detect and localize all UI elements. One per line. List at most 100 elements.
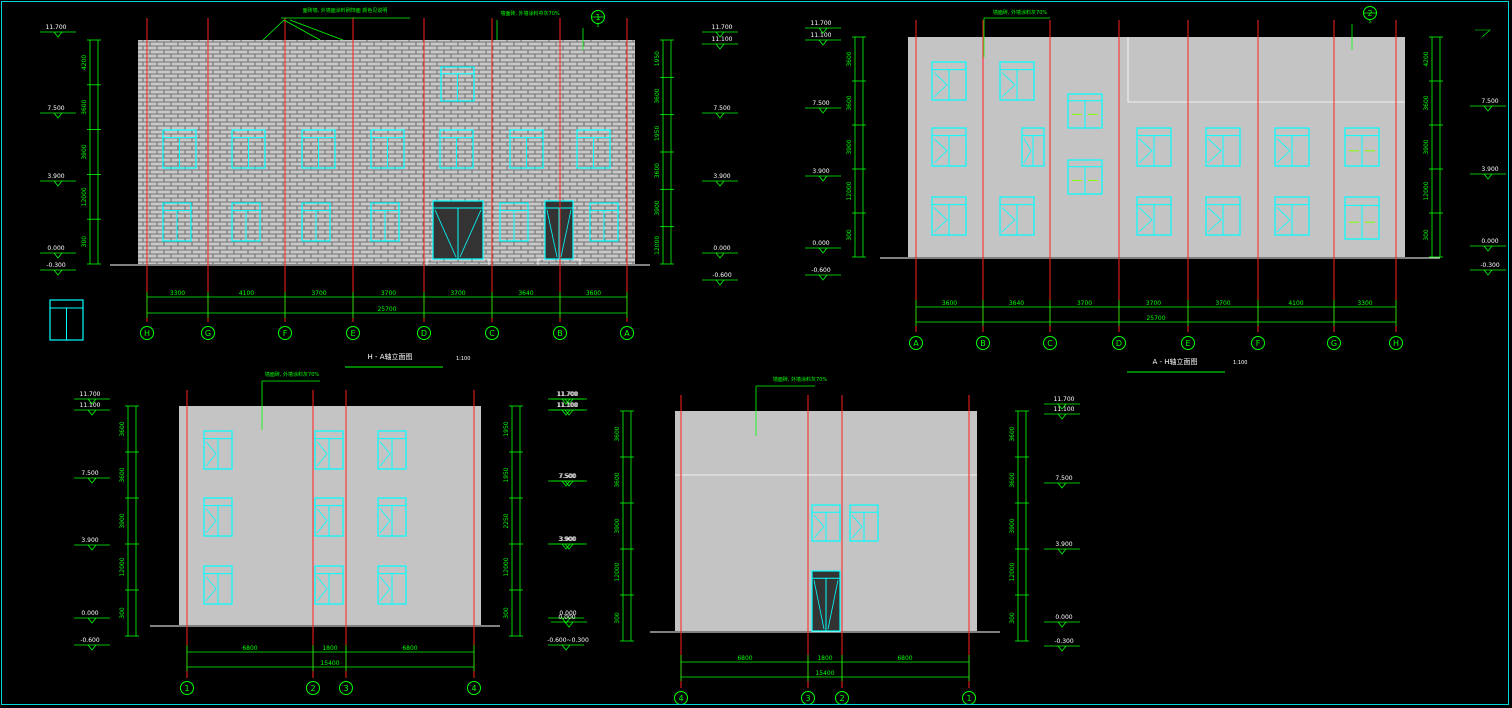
axis-bubble-circle	[180, 681, 194, 695]
axis-label: G	[1331, 339, 1337, 348]
level-text: 0.000	[558, 614, 575, 621]
level-text: 7.500	[812, 100, 829, 107]
level-text: 3.900	[47, 173, 64, 180]
door-icon	[811, 570, 841, 632]
axis-bubble-circle	[553, 326, 567, 340]
level-marker	[805, 27, 841, 34]
window-icon	[301, 202, 331, 242]
axis-bubble: 3	[339, 681, 353, 695]
level-marker	[551, 480, 587, 487]
level-text: 3.900	[812, 168, 829, 175]
axis-bubble: D	[417, 326, 431, 340]
level-marker	[1470, 105, 1506, 112]
dimension-text: 3600	[119, 421, 126, 436]
axis-bubble-circle	[1251, 336, 1265, 350]
level-text: 0.000	[559, 610, 576, 617]
level-marker	[40, 112, 76, 119]
window-icon	[314, 430, 344, 470]
axis-label: 1	[595, 13, 600, 22]
axis-label: A	[913, 339, 919, 348]
window-opening-mark	[933, 207, 948, 233]
axis-bubble-circle	[1327, 336, 1341, 350]
windows-layer	[49, 61, 1380, 632]
window-opening-mark	[1276, 138, 1291, 164]
dimension-text: 3900	[614, 518, 621, 533]
dimension-text: 300	[119, 607, 126, 619]
walls-layer	[110, 37, 1440, 633]
axis-label: H	[144, 329, 150, 338]
level-text: -0.600	[811, 267, 831, 274]
window-icon	[231, 202, 261, 242]
level-text: 0.000	[1481, 238, 1498, 245]
axis-label: A	[624, 329, 630, 338]
axis-bubble: 2	[306, 681, 320, 695]
window-icon	[1136, 127, 1172, 167]
level-marker	[1044, 548, 1080, 555]
level-triangle	[818, 39, 828, 46]
axis-label: 3	[343, 684, 348, 693]
level-triangle	[564, 543, 574, 550]
level-text: 11.700	[557, 391, 578, 398]
axis-label: 2	[310, 684, 315, 693]
dimension-text: 3900	[846, 139, 853, 154]
level-triangle	[1057, 621, 1067, 628]
axis-label: D	[421, 329, 427, 338]
window-opening-mark	[851, 514, 863, 539]
dimension-text: 300	[503, 607, 510, 619]
window-icon	[999, 196, 1035, 236]
level-marker	[74, 409, 110, 416]
dimension-text: 1950	[654, 126, 661, 141]
level-triangle	[1483, 105, 1493, 112]
window-icon	[931, 61, 967, 101]
level-marker	[74, 617, 110, 624]
window-icon	[1274, 196, 1310, 236]
level-triangle	[1057, 645, 1067, 652]
axis-bubble-circle	[1181, 336, 1195, 350]
dimension-text: 4200	[1423, 51, 1430, 66]
dimension-text: 3600	[846, 51, 853, 66]
window-opening-mark	[1207, 138, 1222, 164]
level-text: 3.900	[81, 537, 98, 544]
dimension-line	[283, 19, 321, 41]
axis-label: H	[1393, 339, 1399, 348]
window-opening-mark	[1276, 207, 1291, 233]
dimension-text: 3300	[170, 290, 185, 297]
level-text: 0.000	[713, 245, 730, 252]
dimension-text: 300	[1423, 229, 1430, 241]
dimension-text: 4200	[81, 55, 88, 70]
axis-bubble: H	[140, 326, 154, 340]
level-triangle	[564, 409, 574, 416]
window-icon	[377, 565, 407, 605]
dimension-line	[289, 19, 344, 41]
window-icon	[377, 430, 407, 470]
window-icon	[849, 504, 879, 542]
window-icon	[370, 129, 405, 169]
level-triangle	[53, 31, 63, 38]
elevation-title: H - A轴立面图	[367, 352, 412, 361]
dimension-text: 3900	[1423, 139, 1430, 154]
level-marker	[1470, 269, 1506, 276]
dimension-text: 6800	[402, 645, 417, 652]
axis-bubble: C	[485, 326, 499, 340]
dimension-text: 3600	[81, 99, 88, 114]
dimension-text: 6800	[897, 655, 912, 662]
window-icon	[162, 202, 192, 242]
axis-label: E	[1185, 339, 1190, 348]
axis-bubble: 3	[801, 691, 815, 705]
dimension-text: 25700	[1146, 315, 1165, 322]
level-text: 7.500	[559, 473, 576, 480]
axis-bubble: G	[1327, 336, 1341, 350]
level-marker	[74, 477, 110, 484]
level-triangle	[87, 398, 97, 405]
axis-label: 2	[1367, 9, 1372, 18]
dimension-text: 15400	[815, 670, 834, 677]
dimension-text: 15400	[320, 660, 339, 667]
level-marker	[74, 644, 110, 651]
dimension-text: 3900	[81, 144, 88, 159]
level-text: 0.000	[81, 610, 98, 617]
level-text: 11.700	[558, 391, 579, 398]
level-text: -0.600	[712, 272, 732, 279]
axis-bubble-circle	[467, 681, 481, 695]
axis-bubble: 1	[180, 681, 194, 695]
dimension-text: 1950	[503, 467, 510, 482]
